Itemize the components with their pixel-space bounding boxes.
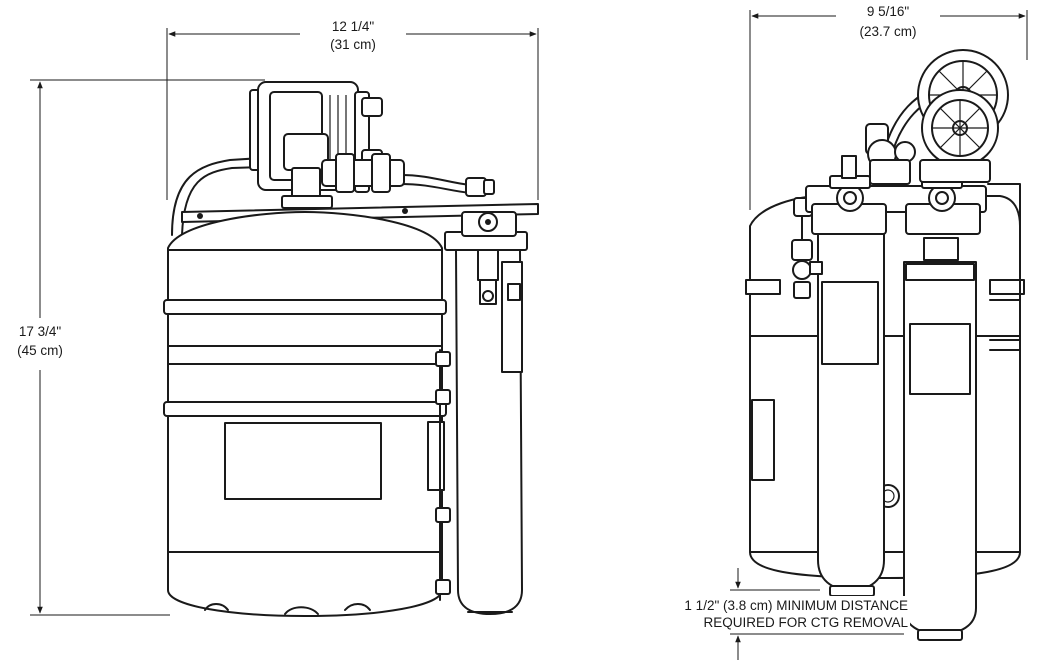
front-pump-assembly <box>249 81 405 209</box>
front-height-metric: (45 cm) <box>17 343 63 358</box>
front-tank-pipe <box>171 157 263 236</box>
side-frame <box>987 183 1021 341</box>
side-width-metric: (23.7 cm) <box>859 24 916 39</box>
side-width-dimension: 9 5/16" (23.7 cm) <box>749 4 1028 210</box>
side-view: 9 5/16" (23.7 cm) <box>600 4 1028 660</box>
front-width-dimension: 12 1/4" (31 cm) <box>166 19 539 200</box>
front-tank-label <box>224 422 382 500</box>
side-clearance-dimension: 1 1/2" (3.8 cm) MINIMUM DISTANCE REQUIRE… <box>600 568 910 660</box>
front-outlet-tube <box>399 174 471 186</box>
side-width-imperial: 9 5/16" <box>867 4 910 19</box>
front-height-imperial: 17 3/4" <box>19 324 62 339</box>
front-width-imperial: 12 1/4" <box>332 19 375 34</box>
clearance-line-1: 1 1/2" (3.8 cm) MINIMUM DISTANCE <box>684 598 908 613</box>
front-pressure-tank <box>163 211 447 617</box>
front-filter-head <box>444 211 528 305</box>
side-filter-cartridge-left <box>809 231 885 597</box>
side-filter-cartridge-right <box>903 237 977 641</box>
front-width-metric: (31 cm) <box>330 37 376 52</box>
front-height-dimension: 17 3/4" (45 cm) <box>0 79 265 616</box>
side-pump-assembly <box>865 49 1009 185</box>
front-filter-cartridge <box>455 249 523 615</box>
clearance-line-2: REQUIRED FOR CTG REMOVAL <box>703 615 908 630</box>
front-view: 12 1/4" (31 cm) 17 3/4" (45 cm) <box>0 19 539 617</box>
